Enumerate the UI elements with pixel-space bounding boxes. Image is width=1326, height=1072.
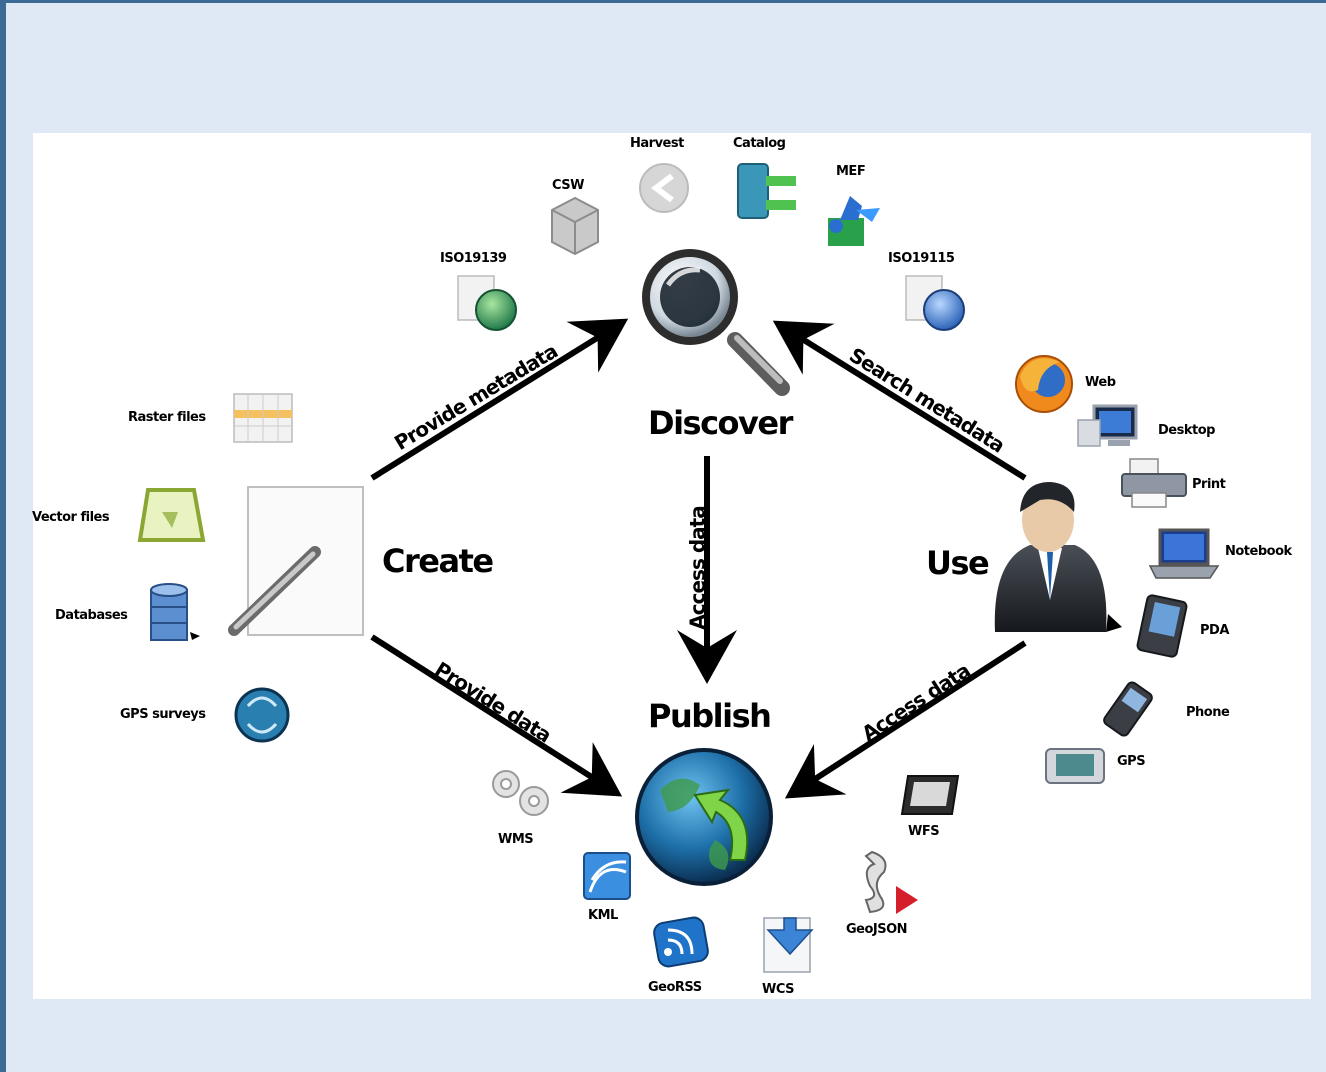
globe-publish-icon	[635, 748, 773, 886]
node-label-create: Create	[382, 542, 494, 580]
label-kml: KML	[588, 908, 618, 923]
label-gps: GPS	[1117, 754, 1146, 769]
document-pencil-icon	[228, 486, 364, 636]
label-desktop: Desktop	[1158, 423, 1215, 438]
label-notebook: Notebook	[1225, 544, 1292, 559]
label-iso19139: ISO19139	[440, 251, 507, 266]
pda-icon	[1136, 594, 1188, 658]
kml-icon	[583, 852, 631, 900]
label-phone: Phone	[1186, 705, 1230, 720]
label-print: Print	[1192, 477, 1226, 492]
label-mef: MEF	[836, 164, 866, 179]
vector-files-icon	[137, 488, 206, 542]
label-web: Web	[1085, 375, 1116, 390]
label-geojson: GeoJSON	[846, 922, 908, 937]
label-iso19115: ISO19115	[888, 251, 955, 266]
wms-icon	[492, 770, 549, 816]
label-databases: Databases	[55, 608, 128, 623]
desktop-icon	[1077, 404, 1138, 447]
edge-arrows	[370, 318, 1027, 799]
gps-icon	[1045, 748, 1105, 784]
georss-icon	[653, 916, 709, 968]
notebook-icon	[1148, 528, 1220, 579]
label-georss: GeoRSS	[648, 980, 702, 995]
print-icon	[1121, 458, 1187, 508]
wfs-icon	[900, 775, 960, 815]
node-label-use: Use	[926, 544, 990, 582]
node-label-discover: Discover	[648, 404, 793, 442]
edge-label-access-data-vertical: Access data	[685, 506, 710, 630]
label-csw: CSW	[552, 178, 584, 193]
web-icon	[1015, 355, 1073, 413]
user-icon	[994, 482, 1122, 632]
magnifier-icon	[642, 249, 790, 396]
gps-surveys-icon	[234, 687, 290, 743]
phone-icon	[1103, 681, 1153, 737]
geojson-icon	[864, 850, 918, 914]
catalog-icon	[737, 163, 796, 219]
provide-data-arrow	[370, 634, 623, 797]
databases-icon	[150, 583, 200, 641]
label-wfs: WFS	[908, 824, 940, 839]
provide-metadata-arrow	[370, 318, 629, 481]
iso19115-icon	[905, 275, 965, 331]
label-pda: PDA	[1200, 623, 1229, 638]
label-vector-files: Vector files	[32, 510, 110, 525]
mef-icon	[828, 196, 880, 246]
iso19139-icon	[457, 275, 517, 331]
label-wms: WMS	[498, 832, 534, 847]
wcs-icon	[763, 917, 814, 973]
harvest-icon	[639, 163, 689, 213]
raster-files-icon	[233, 393, 293, 443]
label-gps-surveys: GPS surveys	[120, 707, 206, 722]
search-metadata-arrow	[772, 320, 1027, 481]
label-raster-files: Raster files	[128, 410, 206, 425]
node-label-publish: Publish	[648, 697, 772, 735]
csw-icon	[551, 196, 599, 256]
label-catalog: Catalog	[733, 136, 786, 151]
access-data-user-arrow	[784, 640, 1027, 799]
label-harvest: Harvest	[630, 136, 684, 151]
label-wcs: WCS	[762, 982, 794, 997]
